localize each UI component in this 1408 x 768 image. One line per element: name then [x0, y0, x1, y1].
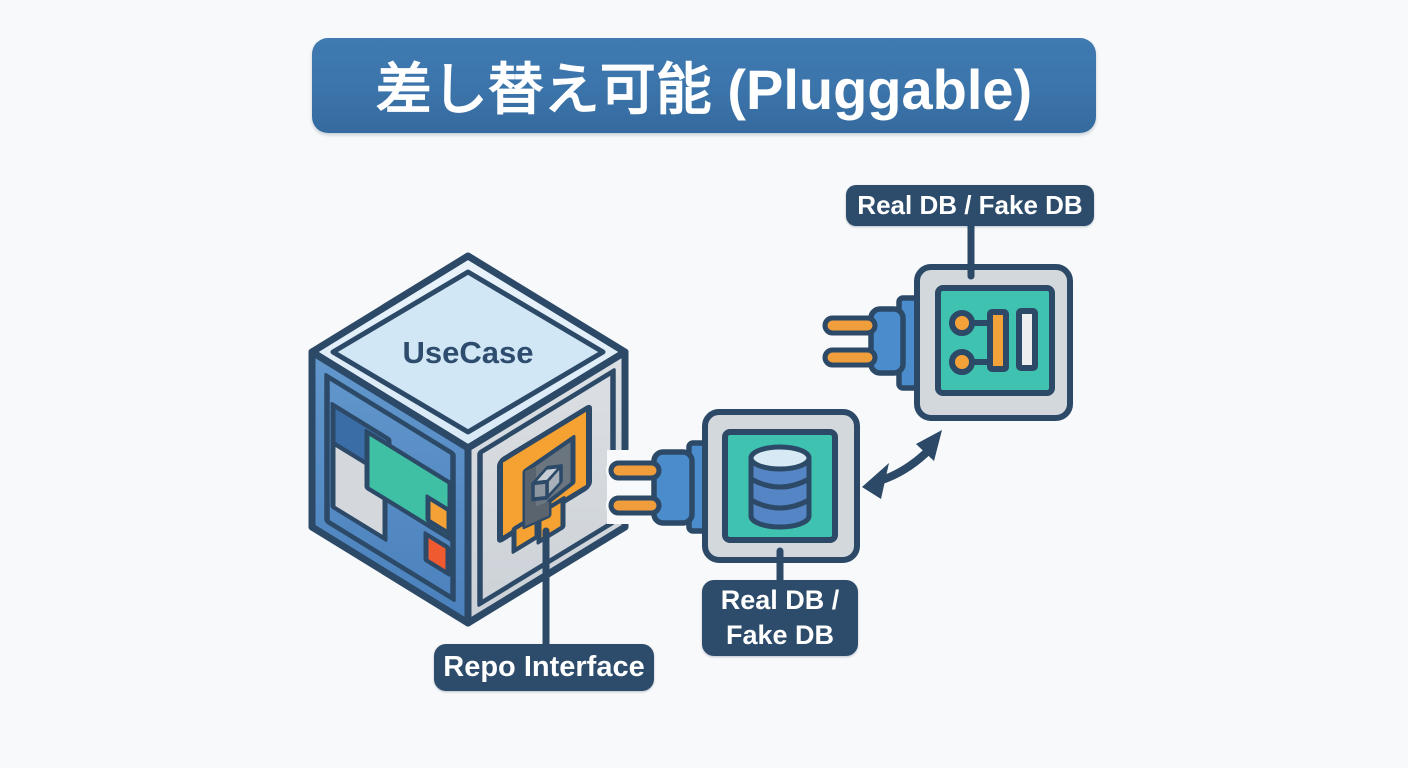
title-banner: 差し替え可能 (Pluggable) — [312, 38, 1096, 133]
middle-module-label: Real DB / Fake DB — [702, 580, 858, 656]
repo-socket-icon — [497, 404, 592, 554]
plug-prong — [608, 460, 662, 481]
top-module-label: Real DB / Fake DB — [846, 185, 1094, 226]
plug-prong — [608, 495, 662, 516]
circuit-module-icon — [914, 264, 1073, 421]
page-title: 差し替え可能 (Pluggable) — [375, 58, 1033, 121]
plug-icon — [606, 440, 710, 534]
cube-top-inner-border — [330, 269, 606, 435]
usecase-label: UseCase — [402, 335, 534, 370]
repo-interface-label: Repo Interface — [434, 644, 654, 691]
top-module-label-text: Real DB / Fake DB — [857, 190, 1083, 220]
plug-icon-top — [822, 295, 922, 391]
middle-module-label-line2: Fake DB — [725, 620, 835, 650]
usecase-cube-icon — [308, 252, 629, 627]
circuit-icon — [949, 308, 1038, 375]
middle-module-label-line1: Real DB / — [720, 584, 840, 615]
repo-interface-label-text: Repo Interface — [443, 651, 645, 683]
database-icon — [748, 444, 812, 530]
plug-prong — [822, 347, 878, 368]
database-module-icon — [702, 409, 860, 563]
swap-arrow-icon — [862, 430, 942, 499]
plug-prong — [822, 315, 878, 336]
cube-left-mosaic — [324, 372, 456, 602]
